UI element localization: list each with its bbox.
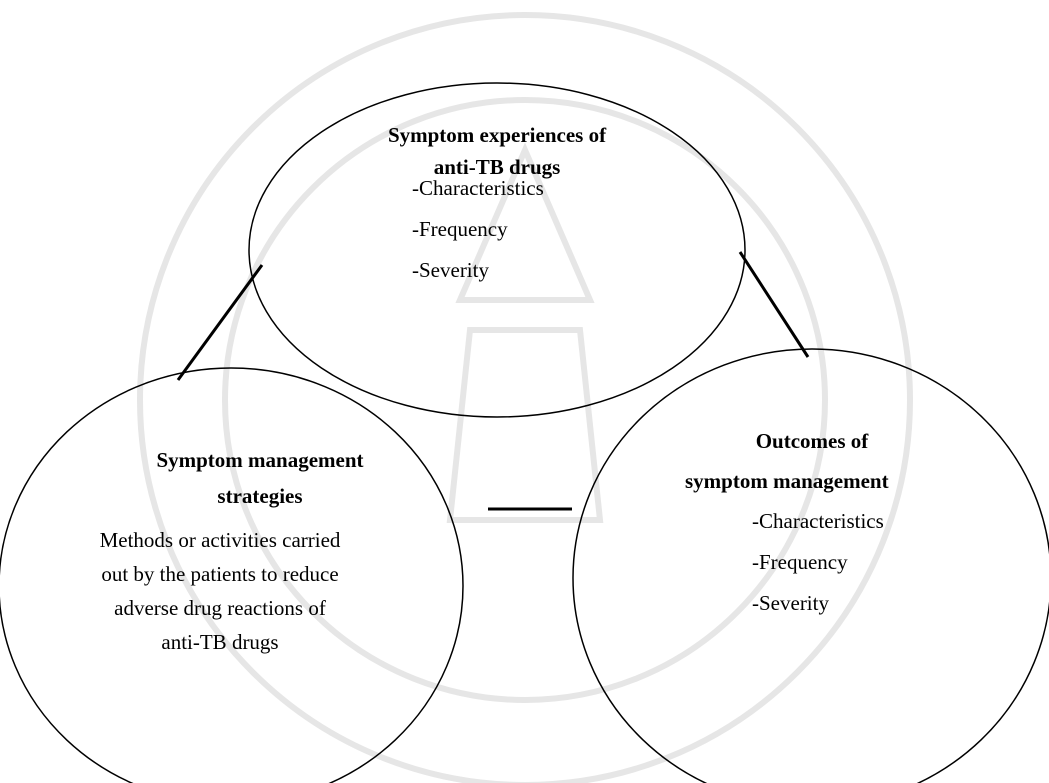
watermark-crown (455, 142, 595, 303)
watermark-body (446, 327, 604, 523)
node-left-body-line-3: adverse drug reactions of (114, 596, 326, 620)
node-left-title-line-2: strategies (217, 484, 303, 508)
node-top-item-frequency: -Frequency (412, 217, 508, 241)
node-outcomes-title-2: symptom management (660, 467, 960, 495)
node-right-items: -Characteristics -Frequency -Severity (752, 507, 884, 618)
connector-top-right (738, 251, 810, 358)
node-right-title-line-1: Outcomes of (755, 429, 869, 453)
watermark-seal (137, 12, 913, 783)
ellipse-symptom-experiences (248, 82, 746, 418)
node-left-body-line-4: anti-TB drugs (161, 630, 279, 654)
node-right-item-frequency: -Frequency (752, 550, 848, 574)
watermark-outer-ring (137, 12, 913, 783)
node-symptom-experiences: Symptom experiences of anti-TB drugs (337, 121, 657, 181)
node-left-description: Methods or activities carried out by the… (40, 523, 400, 659)
node-left-body-line-1: Methods or activities carried (99, 528, 341, 552)
node-left-body-line-2: out by the patients to reduce (101, 562, 339, 586)
node-top-items: -Characteristics -Frequency -Severity (412, 174, 544, 285)
node-top-title-line-2: anti-TB drugs (433, 155, 561, 179)
node-outcomes: Outcomes of (672, 427, 952, 455)
ellipse-outcomes (572, 348, 1049, 783)
node-right-item-severity: -Severity (752, 591, 829, 615)
watermark-inner-ring (222, 97, 828, 703)
node-management-strategies: Symptom management strategies (80, 446, 440, 510)
node-top-item-characteristics: -Characteristics (412, 176, 544, 200)
connector-top-left (176, 264, 264, 381)
node-left-title-line-1: Symptom management (156, 448, 364, 472)
node-top-item-severity: -Severity (412, 258, 489, 282)
ellipse-management-strategies (0, 367, 464, 783)
node-right-item-characteristics: -Characteristics (752, 509, 884, 533)
node-top-title-line-1: Symptom experiences of (387, 123, 607, 147)
node-right-title-line-2: symptom management (685, 469, 889, 493)
